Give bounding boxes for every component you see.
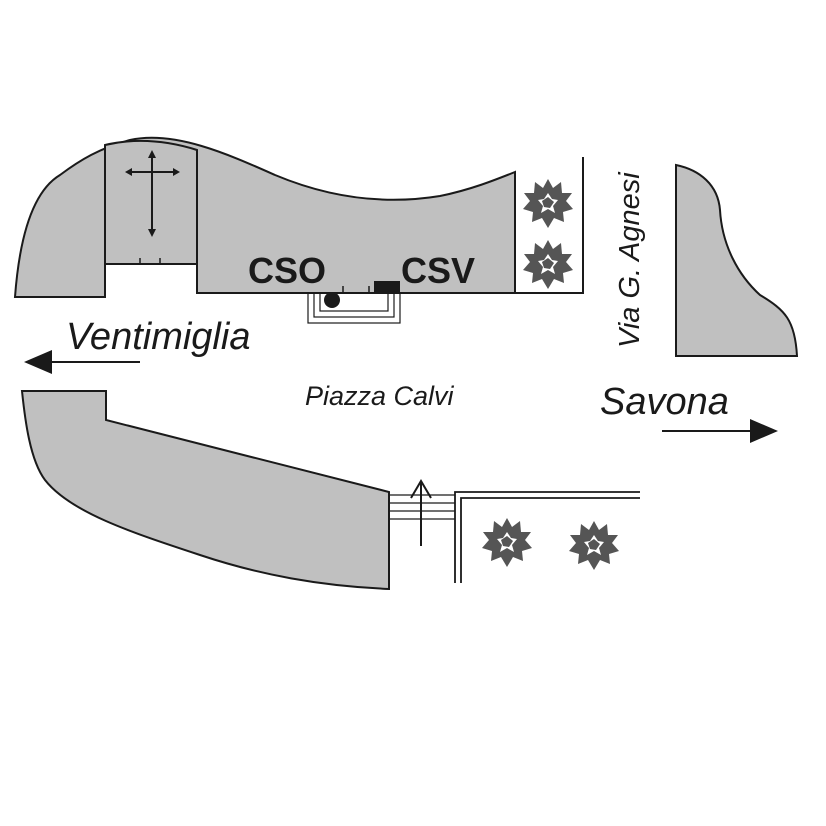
right-building-block — [675, 163, 799, 357]
csv-marker — [374, 281, 400, 293]
ventimiglia-label: Ventimiglia — [66, 316, 250, 358]
arrow-icon — [24, 350, 140, 374]
stairs-icon — [389, 479, 455, 546]
cso-marker — [324, 292, 340, 308]
piazza-label: Piazza Calvi — [305, 381, 455, 411]
tree-icon — [523, 179, 573, 228]
tree-icon — [482, 518, 532, 567]
csv-label: CSV — [401, 250, 475, 291]
tree-icon — [523, 240, 573, 289]
street-label: Via G. Agnesi — [614, 171, 646, 348]
cross-icon — [125, 150, 180, 237]
lower-garden-border — [454, 491, 640, 583]
station-connector — [307, 292, 401, 324]
cso-label: CSO — [248, 250, 326, 291]
garden-strip — [514, 157, 584, 294]
arrow-icon — [662, 419, 778, 443]
savona-label: Savona — [600, 381, 729, 423]
tree-icon — [569, 521, 619, 570]
lower-building-block — [20, 390, 390, 591]
